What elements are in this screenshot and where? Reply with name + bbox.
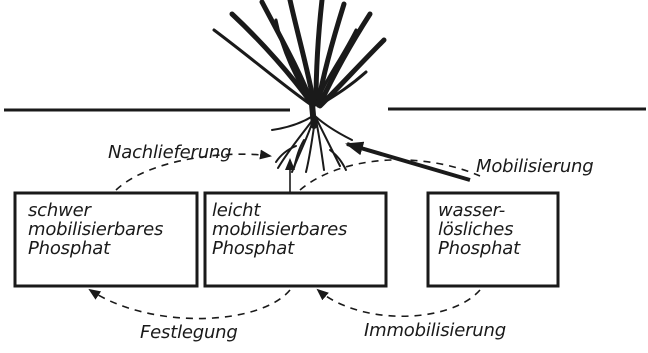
- pool-easy-line-3: Phosphat: [212, 239, 347, 258]
- pool-soluble-label: wasser- lösliches Phosphat: [438, 201, 520, 258]
- immobilization-label: Immobilisierung: [364, 320, 506, 341]
- pool-soluble-line-1: wasser-: [438, 201, 520, 220]
- mobilization-label: Mobilisierung: [476, 156, 593, 177]
- pool-soluble-line-2: lösliches: [438, 220, 520, 239]
- pool-hard-line-2: mobilisierbares: [28, 220, 163, 239]
- replenishment-label: Nachlieferung: [108, 142, 231, 163]
- pool-easy-label: leicht mobilisierbares Phosphat: [212, 201, 347, 258]
- pool-easy-line-2: mobilisierbares: [212, 220, 347, 239]
- fixation-arrow: [90, 290, 290, 319]
- fixation-label: Festlegung: [140, 322, 238, 343]
- pool-easy-line-1: leicht: [212, 201, 347, 220]
- pool-hard-label: schwer mobilisierbares Phosphat: [28, 201, 163, 258]
- pool-soluble-line-3: Phosphat: [438, 239, 520, 258]
- pool-hard-line-1: schwer: [28, 201, 163, 220]
- pool-hard-line-3: Phosphat: [28, 239, 163, 258]
- immobilization-arrow: [318, 290, 480, 316]
